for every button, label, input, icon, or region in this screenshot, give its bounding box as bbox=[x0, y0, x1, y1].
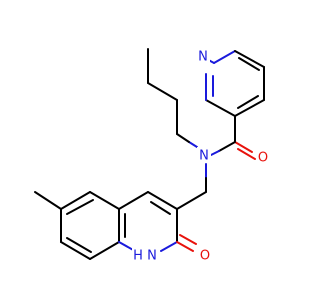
bond bbox=[176, 133, 190, 143]
pyridine-ring bbox=[202, 50, 265, 117]
quinolinone-ring bbox=[34, 191, 197, 260]
amide-group bbox=[210, 115, 256, 160]
bond bbox=[210, 150, 220, 156]
lactam-nitrogen-label: N bbox=[147, 249, 157, 264]
bond bbox=[213, 50, 236, 64]
bond bbox=[118, 191, 149, 210]
bond bbox=[218, 141, 236, 152]
bond bbox=[160, 241, 178, 252]
bond bbox=[234, 50, 265, 68]
bond bbox=[147, 82, 178, 101]
carbonyl-oxygen-label: O bbox=[258, 151, 268, 166]
bond bbox=[89, 241, 120, 260]
bond bbox=[66, 199, 94, 215]
bond bbox=[150, 201, 171, 215]
bond bbox=[147, 191, 178, 210]
bond bbox=[89, 191, 120, 210]
bond bbox=[176, 191, 207, 210]
bond bbox=[34, 191, 62, 210]
butyl-chain bbox=[147, 48, 198, 148]
bond bbox=[237, 95, 259, 109]
bond bbox=[205, 99, 236, 117]
bond bbox=[66, 237, 92, 253]
lactam-oxygen-label: O bbox=[200, 249, 210, 264]
bond bbox=[188, 141, 198, 148]
bond bbox=[234, 141, 253, 153]
bond bbox=[234, 99, 265, 117]
amide-nitrogen-label: N bbox=[199, 149, 209, 164]
pyridine-nitrogen-label: N bbox=[198, 50, 208, 65]
methylene-linker bbox=[176, 163, 207, 210]
bond bbox=[60, 241, 91, 260]
atom-labels: N N O H N O bbox=[132, 48, 270, 264]
bond bbox=[60, 191, 91, 210]
structure-canvas: N N O H N O bbox=[34, 48, 270, 264]
bond bbox=[176, 241, 194, 252]
molecule-diagram: N N O H N O bbox=[34, 48, 270, 264]
bond bbox=[179, 234, 197, 245]
bond bbox=[238, 57, 260, 71]
bond bbox=[237, 148, 256, 160]
lactam-hydrogen-label: H bbox=[133, 249, 143, 264]
